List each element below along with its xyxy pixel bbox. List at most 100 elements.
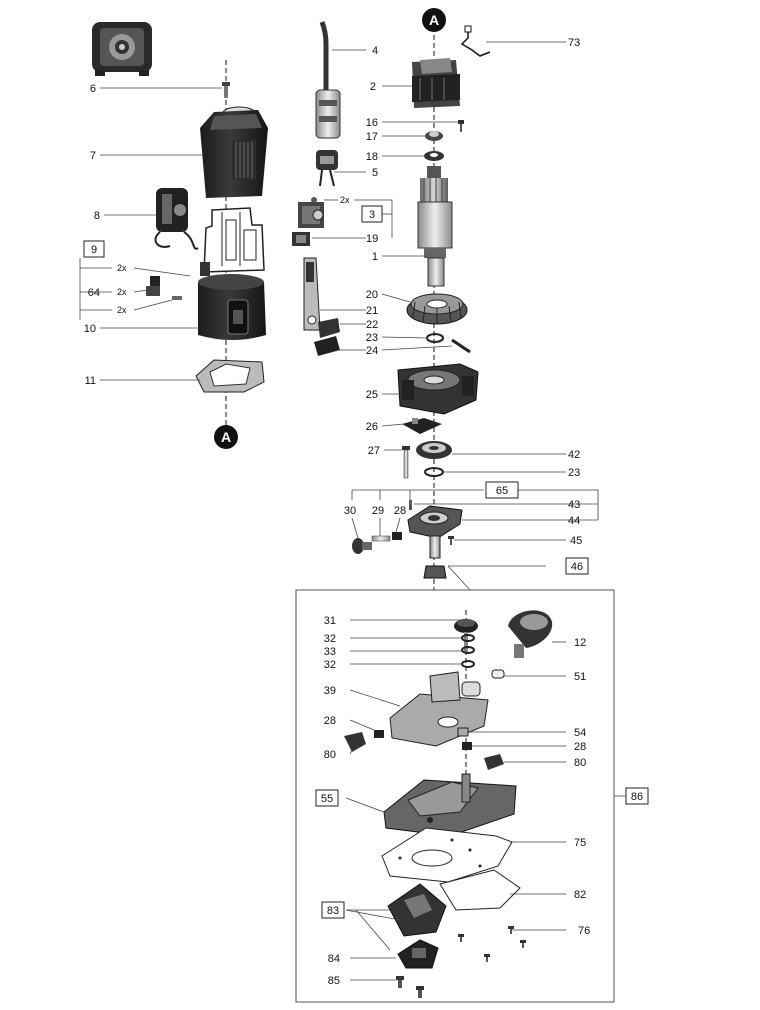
- washer-18: [424, 151, 444, 161]
- spring-28a: [392, 532, 402, 540]
- callout-18: 18: [366, 151, 378, 163]
- callout-39: 39: [324, 685, 336, 697]
- callout-7: 7: [90, 150, 96, 162]
- callout-64: 64: [88, 287, 100, 299]
- callout-27: 27: [368, 445, 380, 457]
- washer-33: [461, 646, 475, 654]
- callout-33: 33: [324, 646, 336, 658]
- callout-76: 76: [578, 925, 590, 937]
- callout-44: 44: [568, 515, 580, 527]
- bracket-26: [402, 418, 442, 434]
- callout-11: 11: [85, 375, 96, 387]
- screw-6: [222, 82, 230, 98]
- spring-28b: [374, 730, 384, 738]
- motor-housing-10: [198, 207, 266, 340]
- knob-30: [352, 538, 372, 554]
- nut-54: [457, 727, 469, 737]
- callout-20: 20: [366, 289, 378, 301]
- callout-12: 12: [574, 637, 586, 649]
- callout-32a: 32: [324, 633, 336, 645]
- screw-16: [458, 120, 464, 132]
- pin-29: [371, 535, 391, 542]
- base-plate-11: [195, 359, 265, 393]
- marker-a-top: A: [422, 8, 446, 32]
- callout-1: 1: [372, 251, 378, 263]
- screw-27: [402, 446, 410, 479]
- callout-28b: 28: [324, 715, 336, 727]
- knob-80a: [344, 732, 366, 752]
- cable-4: [315, 21, 341, 139]
- screw-45: [448, 536, 454, 545]
- lock-button-22: [314, 318, 340, 356]
- wire-73: [460, 25, 491, 57]
- electronics-module-8: [154, 188, 199, 250]
- callout-42: 42: [568, 449, 580, 461]
- callout-54: 54: [574, 727, 586, 739]
- callout-82: 82: [574, 889, 586, 901]
- callout-85: 85: [328, 975, 340, 987]
- stator-2: [412, 58, 460, 108]
- multiplier-2x-screws: 2x: [117, 305, 127, 315]
- callout-84: 84: [328, 953, 340, 965]
- screws-76: [458, 926, 526, 962]
- carbon-brushes-64: [146, 276, 182, 300]
- callout-86: 86: [631, 791, 643, 803]
- router-base-55: [383, 773, 517, 837]
- callout-46: 46: [571, 561, 583, 573]
- knob-80b: [484, 754, 504, 770]
- switch-5: [316, 150, 338, 187]
- svg-text:A: A: [221, 429, 231, 445]
- multiplier-2x-screw-3: 2x: [340, 195, 350, 205]
- leader-lines: [79, 41, 599, 981]
- callout-26: 26: [366, 421, 378, 433]
- gear-housing-25: [397, 363, 479, 415]
- callout-30: 30: [344, 505, 356, 517]
- circlip-23: [426, 333, 444, 343]
- callout-55: 55: [321, 793, 333, 805]
- pin-51: [491, 669, 505, 679]
- callout-17: 17: [366, 131, 378, 143]
- callout-28a: 28: [394, 505, 406, 517]
- callout-9: 9: [91, 244, 97, 256]
- guide-plate-39: [389, 671, 489, 747]
- multiplier-2x-brush-holder: 2x: [117, 263, 127, 273]
- adapter-84: [397, 939, 439, 969]
- callout-24: 24: [366, 345, 378, 357]
- callout-73: 73: [568, 37, 580, 49]
- multiplier-2x-brushes: 2x: [117, 287, 127, 297]
- callout-23b: 23: [568, 467, 580, 479]
- callout-6: 6: [90, 83, 96, 95]
- callout-boxes: [83, 205, 649, 919]
- callout-19: 19: [366, 233, 378, 245]
- parts-illustrations: [92, 21, 553, 998]
- housing-top-view: [92, 22, 152, 76]
- spindle-lock-65: [407, 500, 463, 539]
- callout-80b: 80: [574, 757, 586, 769]
- marker-a-left: A: [214, 425, 238, 449]
- svg-text:A: A: [429, 12, 439, 28]
- knob-12: [508, 610, 553, 658]
- lever-21: [303, 257, 321, 331]
- callout-10: 10: [84, 323, 96, 335]
- callout-16: 16: [366, 117, 378, 129]
- armature-1: [417, 166, 453, 287]
- plug-19: [292, 232, 310, 246]
- callout-43: 43: [568, 499, 580, 511]
- washer-32b: [461, 660, 475, 668]
- dust-extraction-83: [387, 883, 447, 937]
- housing-cover-7: [200, 106, 268, 198]
- callout-3: 3: [369, 209, 375, 221]
- callout-32b: 32: [324, 659, 336, 671]
- callout-25: 25: [366, 389, 378, 401]
- fan-20: [406, 293, 468, 325]
- callout-28c: 28: [574, 741, 586, 753]
- spring-clip-24: [451, 338, 471, 354]
- callout-23a: 23: [366, 332, 378, 344]
- callout-80a: 80: [324, 749, 336, 761]
- bearing-17: [425, 131, 443, 141]
- spring-28c: [462, 742, 472, 750]
- callout-45: 45: [570, 535, 582, 547]
- callout-22: 22: [366, 319, 378, 331]
- callout-65: 65: [496, 485, 508, 497]
